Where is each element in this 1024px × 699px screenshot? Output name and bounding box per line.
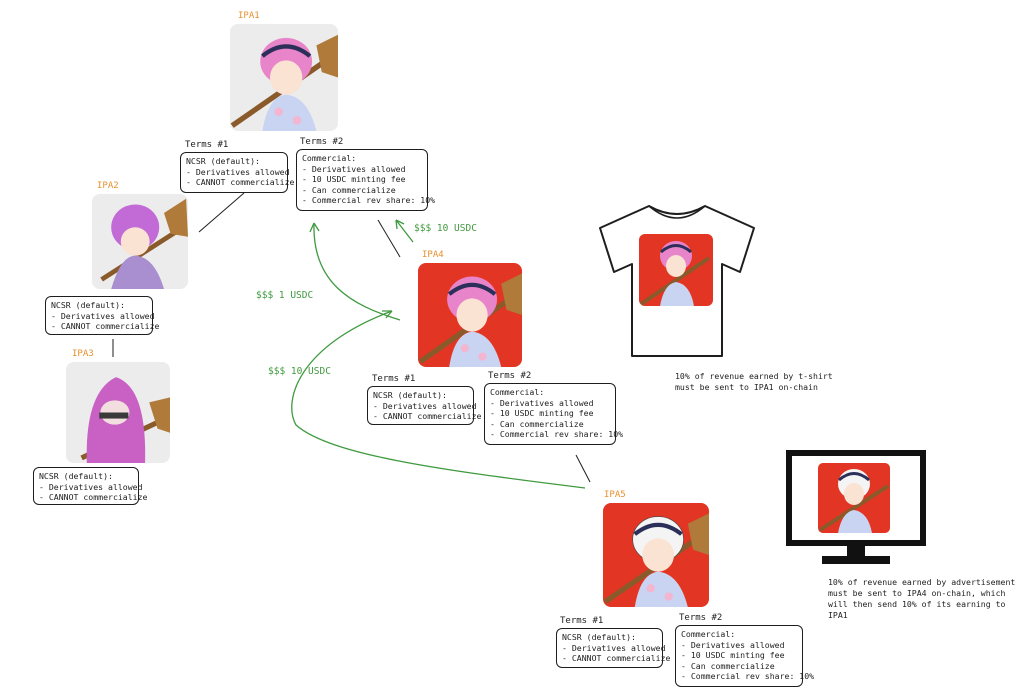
ipa5-label: IPA5 (604, 490, 626, 500)
ipa5-terms2-label: Terms #2 (679, 613, 723, 623)
caption-line: 10% of revenue earned by advertisement (828, 577, 1016, 587)
term-line: NCSR (default): (373, 390, 447, 400)
flow-ipa4-to-ipa1 (395, 219, 414, 243)
term-line: - Can commercialize (681, 660, 775, 671)
term-line: - Commercial rev share: 10% (681, 671, 815, 682)
term-line: NCSR (default): (186, 156, 260, 166)
ipa1-terms2-label: Terms #2 (300, 137, 344, 147)
ipa3-label: IPA3 (72, 349, 94, 359)
term-line: - CANNOT commercialize (562, 653, 671, 664)
ipa2-terms-box: NCSR (default): - Derivatives allowed - … (45, 296, 160, 335)
term-line: - Commercial rev share: 10% (490, 429, 624, 440)
term-line: - Derivatives allowed (51, 310, 155, 321)
term-line: - Derivatives allowed (373, 400, 477, 411)
flow-label-ipa5-to-ipa4: $$$ 10 USDC (268, 366, 331, 377)
term-line: - Commercial rev share: 10% (302, 195, 436, 206)
ipa3-artwork-image (66, 362, 170, 463)
edge-ipa4-ipa5 (575, 454, 591, 483)
ipa2-artwork-image (92, 194, 188, 289)
caption-line: will then send 10% of its earning to IPA… (828, 599, 1006, 620)
term-line: - CANNOT commercialize (51, 321, 160, 332)
term-line: Commercial: (681, 629, 736, 639)
ipa4-terms1-label: Terms #1 (372, 374, 416, 384)
ipa4-terms2-label: Terms #2 (488, 371, 532, 381)
term-line: NCSR (default): (51, 300, 125, 310)
flow-label-ipa5-to-ipa1: $$$ 1 USDC (256, 290, 314, 301)
term-line: NCSR (default): (562, 632, 636, 642)
flow-ipa5-to-ipa4 (291, 310, 586, 489)
ipa2-label: IPA2 (97, 181, 119, 191)
ipa3-terms-box: NCSR (default): - Derivatives allowed - … (33, 467, 148, 505)
edge-ipa1-ipa4 (377, 219, 401, 258)
ipa1-terms1-label: Terms #1 (185, 140, 229, 150)
ipa4-terms1-box: NCSR (default): - Derivatives allowed - … (367, 386, 482, 425)
edge-ipa1-ipa2 (198, 192, 245, 233)
caption-line: must be sent to IPA1 on-chain (675, 382, 818, 392)
term-line: - 10 USDC minting fee (490, 408, 594, 419)
ipa5-terms2-box: Commercial: - Derivatives allowed - 10 U… (675, 625, 815, 687)
term-line: - CANNOT commercialize (186, 177, 295, 188)
term-line: - Derivatives allowed (562, 642, 666, 653)
tshirt-icon (599, 205, 755, 357)
monitor-icon (786, 450, 926, 564)
term-line: - Can commercialize (302, 184, 396, 195)
ipa1-terms2-box: Commercial: - Derivatives allowed - 10 U… (296, 149, 436, 211)
ipa5-artwork-image (603, 503, 709, 607)
term-line: - CANNOT commercialize (373, 411, 482, 422)
ipa1-artwork-image (230, 24, 338, 131)
term-line: - Derivatives allowed (490, 397, 594, 408)
ipa5-terms1-box: NCSR (default): - Derivatives allowed - … (556, 628, 671, 668)
term-line: Commercial: (302, 153, 357, 163)
term-line: - CANNOT commercialize (39, 492, 148, 503)
ipa1-label: IPA1 (238, 11, 260, 21)
ipa4-label: IPA4 (422, 250, 444, 260)
term-line: - Derivatives allowed (302, 163, 406, 174)
term-line: - Derivatives allowed (39, 481, 143, 492)
term-line: Commercial: (490, 387, 545, 397)
caption-line: 10% of revenue earned by t-shirt (675, 371, 833, 381)
term-line: - Can commercialize (490, 418, 584, 429)
term-line: - 10 USDC minting fee (302, 174, 406, 185)
monitor-caption: 10% of revenue earned by advertisement m… (828, 577, 1024, 621)
term-line: - 10 USDC minting fee (681, 650, 785, 661)
ipa5-terms1-label: Terms #1 (560, 616, 604, 626)
caption-line: must be sent to IPA4 on-chain, which (828, 588, 1006, 598)
tshirt-caption: 10% of revenue earned by t-shirt must be… (675, 371, 833, 393)
term-line: - Derivatives allowed (186, 166, 290, 177)
ipa4-terms2-box: Commercial: - Derivatives allowed - 10 U… (484, 383, 624, 445)
flow-label-ipa4-to-ipa1: $$$ 10 USDC (414, 223, 477, 234)
term-line: NCSR (default): (39, 471, 113, 481)
flow-ipa5-to-ipa1 (309, 222, 401, 321)
ipa1-terms1-box: NCSR (default): - Derivatives allowed - … (180, 152, 295, 193)
term-line: - Derivatives allowed (681, 639, 785, 650)
ipa4-artwork-image (418, 263, 522, 367)
